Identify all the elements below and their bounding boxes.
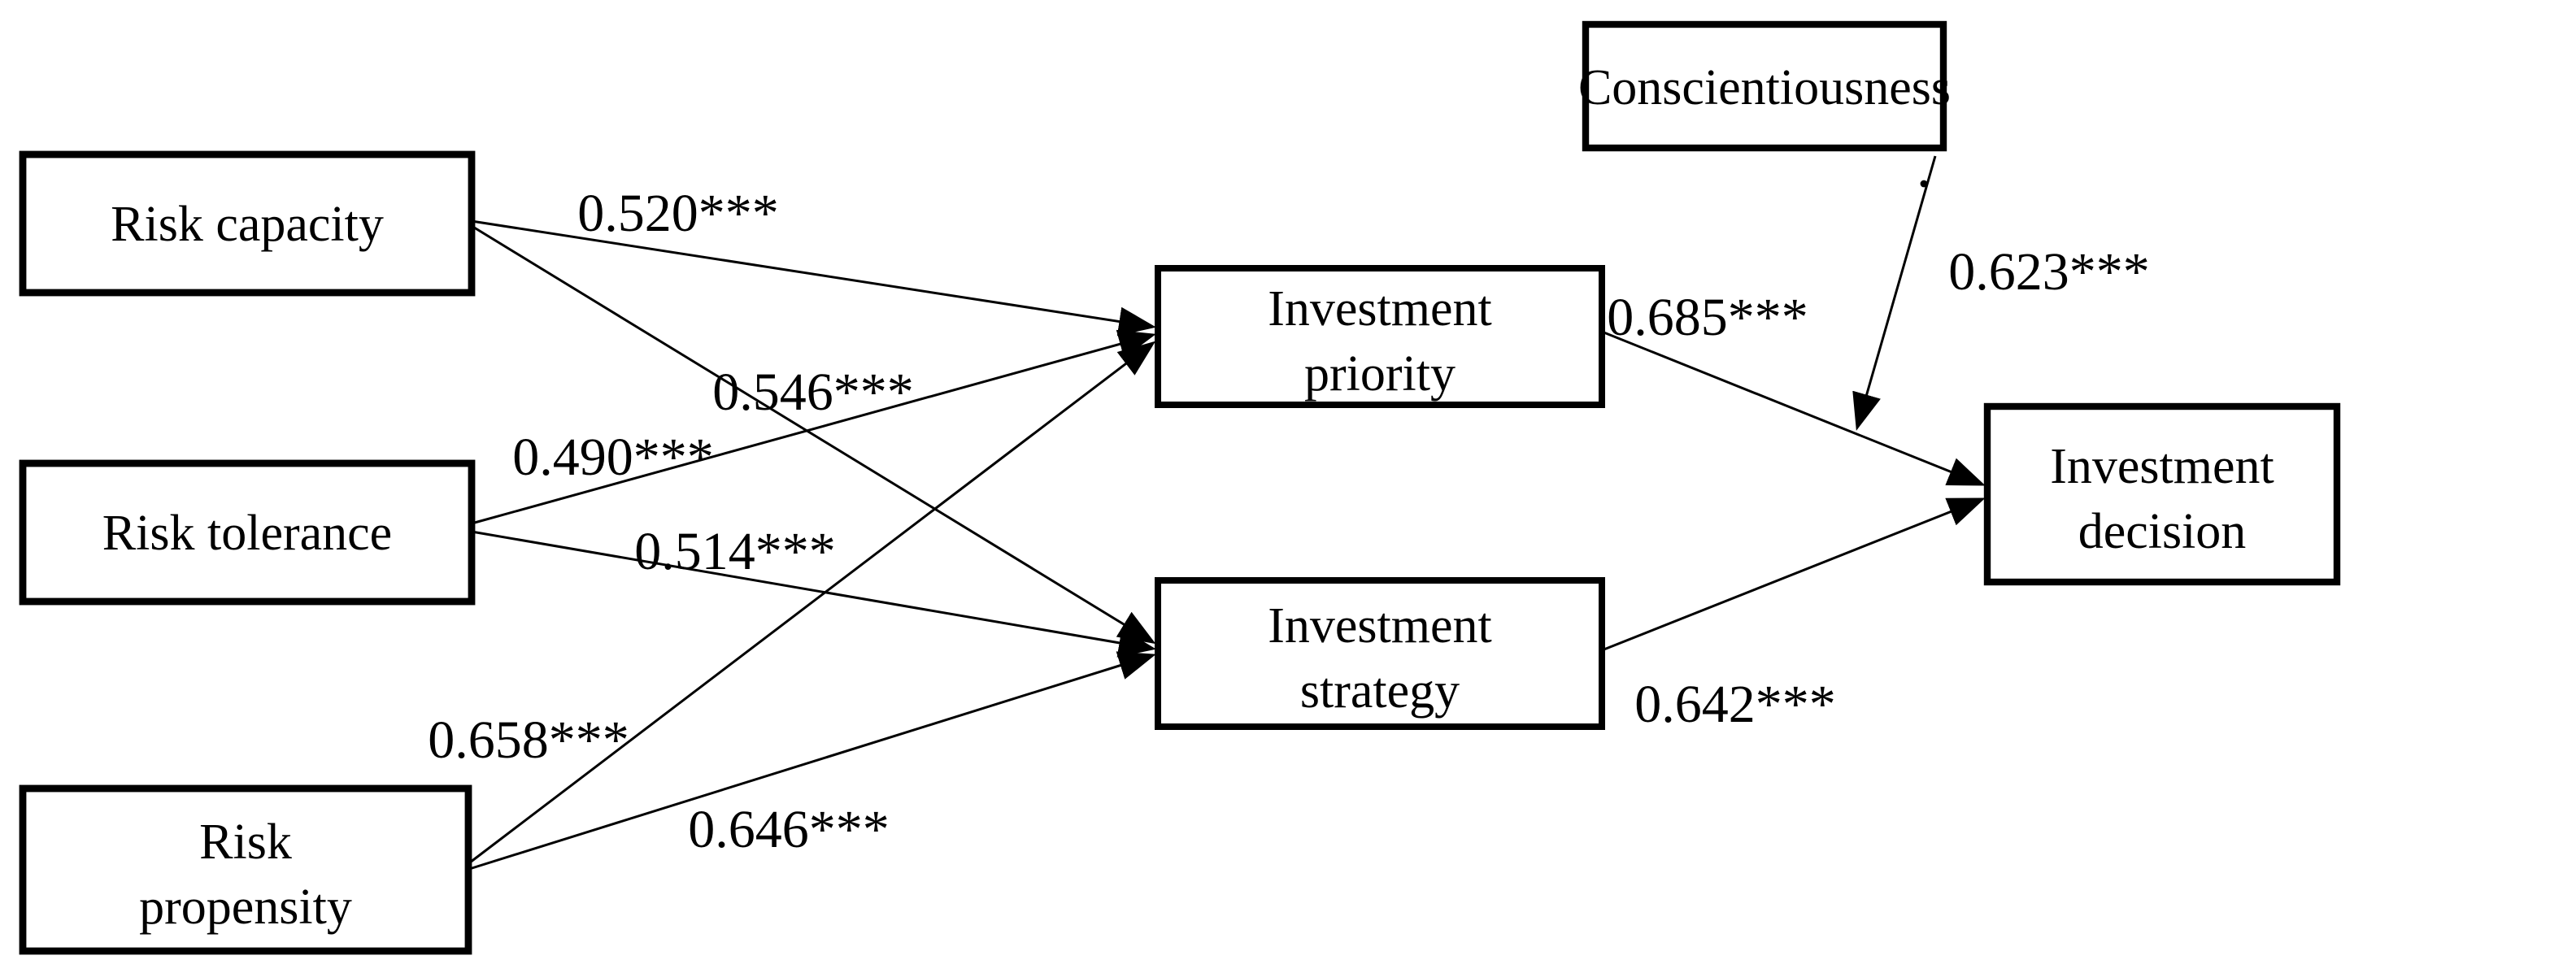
coefficient-label-propensity-to-strategy: 0.646*** [688, 800, 890, 859]
node-risk-propensity-box [19, 784, 472, 955]
coefficient-label-tolerance-to-priority: 0.490*** [512, 428, 714, 487]
edge-investment-priority-to-investment-decision-arrow [1601, 330, 1986, 486]
node-investment-strategy-box [1155, 577, 1605, 730]
edge-risk-capacity-to-investment-priority-arrow [471, 219, 1156, 337]
node-risk-capacity-box [19, 150, 476, 297]
stray-dot [1920, 180, 1928, 188]
edge-risk-tolerance-to-investment-strategy-arrow [471, 530, 1156, 658]
coefficient-label-conscientiousness-moderation: 0.623*** [1948, 242, 2150, 302]
node-investment-priority-box [1155, 265, 1605, 408]
node-risk-tolerance-box [19, 459, 476, 606]
coefficient-label-propensity-to-priority: 0.658*** [428, 710, 629, 770]
edge-investment-strategy-to-investment-decision-arrow [1601, 497, 1986, 652]
node-investment-decision-box [1983, 402, 2341, 586]
coefficient-label-capacity-to-priority: 0.520*** [577, 184, 779, 243]
coefficient-label-strategy-to-decision: 0.642*** [1634, 675, 1836, 734]
coefficient-label-priority-to-decision: 0.685*** [1607, 288, 1808, 347]
coefficient-labels-layer: 0.520*** 0.546*** 0.490*** 0.514*** 0.658***… [428, 184, 2150, 859]
edges-layer [466, 155, 1986, 871]
coefficient-label-capacity-to-strategy: 0.546*** [712, 363, 914, 422]
edge-risk-propensity-to-investment-priority-arrow [466, 341, 1156, 867]
node-risk-tolerance-label: Risk tolerance [102, 506, 392, 561]
edge-risk-capacity-to-investment-strategy-arrow [471, 224, 1156, 645]
node-conscientiousness-label: Conscientiousness [1578, 60, 1951, 115]
edge-conscientiousness-to-priority-to-decision-path-moderation-arrow [1852, 155, 1937, 431]
edge-risk-tolerance-to-investment-priority-arrow [471, 329, 1156, 525]
node-conscientiousness-box [1582, 20, 1947, 152]
coefficient-label-tolerance-to-strategy: 0.514*** [634, 522, 836, 581]
edge-risk-propensity-to-investment-strategy-arrow [466, 651, 1156, 871]
node-risk-capacity-label: Risk capacity [111, 197, 384, 252]
